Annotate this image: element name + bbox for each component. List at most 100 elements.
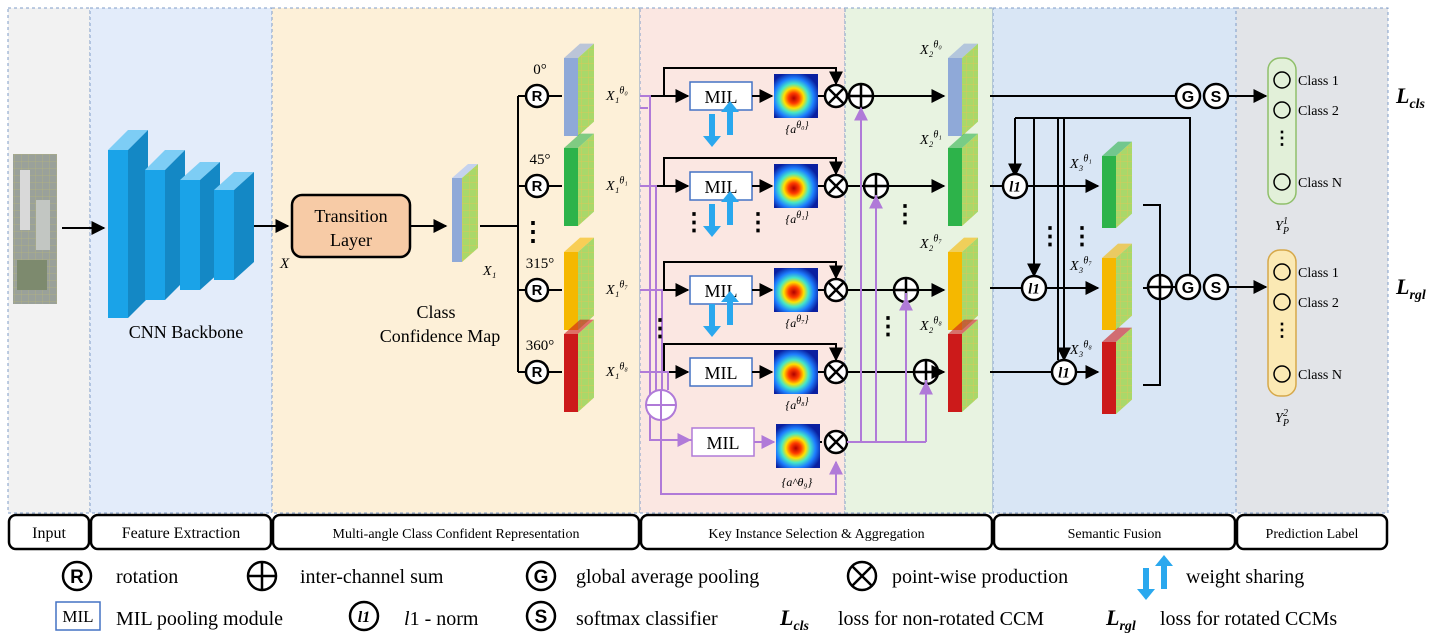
pointwise-node [823,359,849,385]
legend-rotation-text: rotation [116,566,178,588]
class-label: Class 2 [1298,296,1339,311]
legend-pointwise-x [851,565,873,587]
x2-theta-label: X₂θ₁ [919,130,942,148]
fanout-lines [480,96,519,372]
x-label: X [279,256,290,272]
fusion-sum-cross [1148,275,1172,299]
l1-node: l1 [1001,172,1029,200]
l1-node: l1 [1050,358,1078,386]
fusion-row-1: l1 X₃θ₇ [990,243,1132,330]
legend-gap-icon [525,560,557,592]
l1-node: l1 [1020,274,1048,302]
svg-text:Key Instance Selection & Aggre: Key Instance Selection & Aggregation [708,527,924,542]
legend-sum-cross [248,562,276,590]
class-label: Class N [1298,368,1342,383]
mil-box-sum [691,427,755,457]
x3-theta-map [1102,327,1132,414]
attention-heatmap [774,74,818,118]
mil-label: MIL [705,87,738,107]
fusion-row-2: l1 X₃θ₈ [990,327,1132,414]
x1-theta-label: X₁θ₀ [605,86,628,104]
legend-l1-icon [348,600,380,632]
mil-label: MIL [705,177,738,197]
legend-rotation-icon [61,560,93,592]
x3-theta-map [1102,243,1132,330]
class-label: Class 2 [1298,104,1339,119]
pointwise-node [823,277,849,303]
rotation-node: R [524,83,550,109]
sum-node [862,172,890,200]
x3-theta-map [1102,141,1132,228]
skip-path [663,67,843,96]
class-dots: ⋮ [1273,320,1291,340]
mil-box [689,171,753,201]
mil-label: MIL [705,363,738,383]
x1-theta-label: X₁θ₁ [605,176,628,194]
svg-text:l1: l1 [1058,365,1070,381]
dots-key-4: ⋮ [893,202,917,228]
x1-theta-label: X₁θ₇ [605,280,628,298]
svg-text:R: R [532,89,543,105]
x2-theta-label: X₂θ₈ [919,316,942,334]
svg-text:l1: l1 [1028,281,1040,297]
legend-mil-text: MIL pooling module [116,608,283,630]
x2-theta-map [948,237,978,330]
attention-label: {aθ₀} [785,120,808,136]
x1-feature-map [452,164,478,262]
x2-theta-map [948,319,978,412]
svg-text:R: R [532,179,543,195]
class-node [1273,263,1291,281]
attention-label: {aθ₈} [785,396,808,412]
gs-top: G S [1174,82,1268,110]
purple-feedback [660,420,843,495]
sum-node [847,82,875,110]
sum-node-purple-cross [646,390,676,420]
mil-sum-label: MIL [707,433,740,453]
x3-theta-label: X₃θ₈ [1069,340,1092,358]
skip-path [663,261,843,290]
legend-mil-box [55,601,101,631]
x2-theta-label: X₂θ₇ [919,234,942,252]
gs-bottom: G S [1172,273,1268,301]
x1-theta-map [564,237,594,330]
angle-label: 45° [530,152,551,168]
class-node [1273,101,1291,119]
skip-path [663,343,843,372]
legend-lcls-text: loss for non-rotated CCM [838,608,1044,630]
mil-box [689,275,753,305]
x3-theta-label: X₃θ₇ [1069,256,1092,274]
legend: R rotation inter-channel sum G global av… [55,555,1337,634]
legend-softmax-glyph: S [535,607,548,628]
class-node [1273,71,1291,89]
x3-theta-label: X₃θ₁ [1069,154,1092,172]
attention-heatmap [774,350,818,394]
rotation-node: R [524,173,550,199]
loss-rgl-label: Lrgl [1395,274,1426,303]
svg-text:Multi-angle Class Confident Re: Multi-angle Class Confident Representati… [333,527,580,542]
attention-heatmap [774,268,818,312]
class-label: Class N [1298,176,1342,191]
legend-rotation-glyph: R [70,567,84,588]
stage-label-0: Input [7,513,91,551]
skip-path [663,157,843,186]
svg-text:Prediction Label: Prediction Label [1266,527,1359,542]
rotation-node: R [524,359,550,385]
legend-weight-sharing-text: weight sharing [1186,566,1304,588]
att-sum-label: {a^θ₉} [782,475,813,489]
angle-label: 0° [533,62,547,78]
stage-label-4: Semantic Fusion [992,513,1237,551]
yp-label: YP1 [1275,216,1289,237]
dots-fusion-2: ⋮ [1070,224,1094,250]
s-node-bottom-label: S [1211,280,1222,297]
heatmap-sum [776,424,820,468]
class-node [1273,365,1291,383]
pointwise-node [823,83,849,109]
legend-l1-glyph: l1 [358,609,370,626]
g-node-top-label: G [1182,89,1194,106]
